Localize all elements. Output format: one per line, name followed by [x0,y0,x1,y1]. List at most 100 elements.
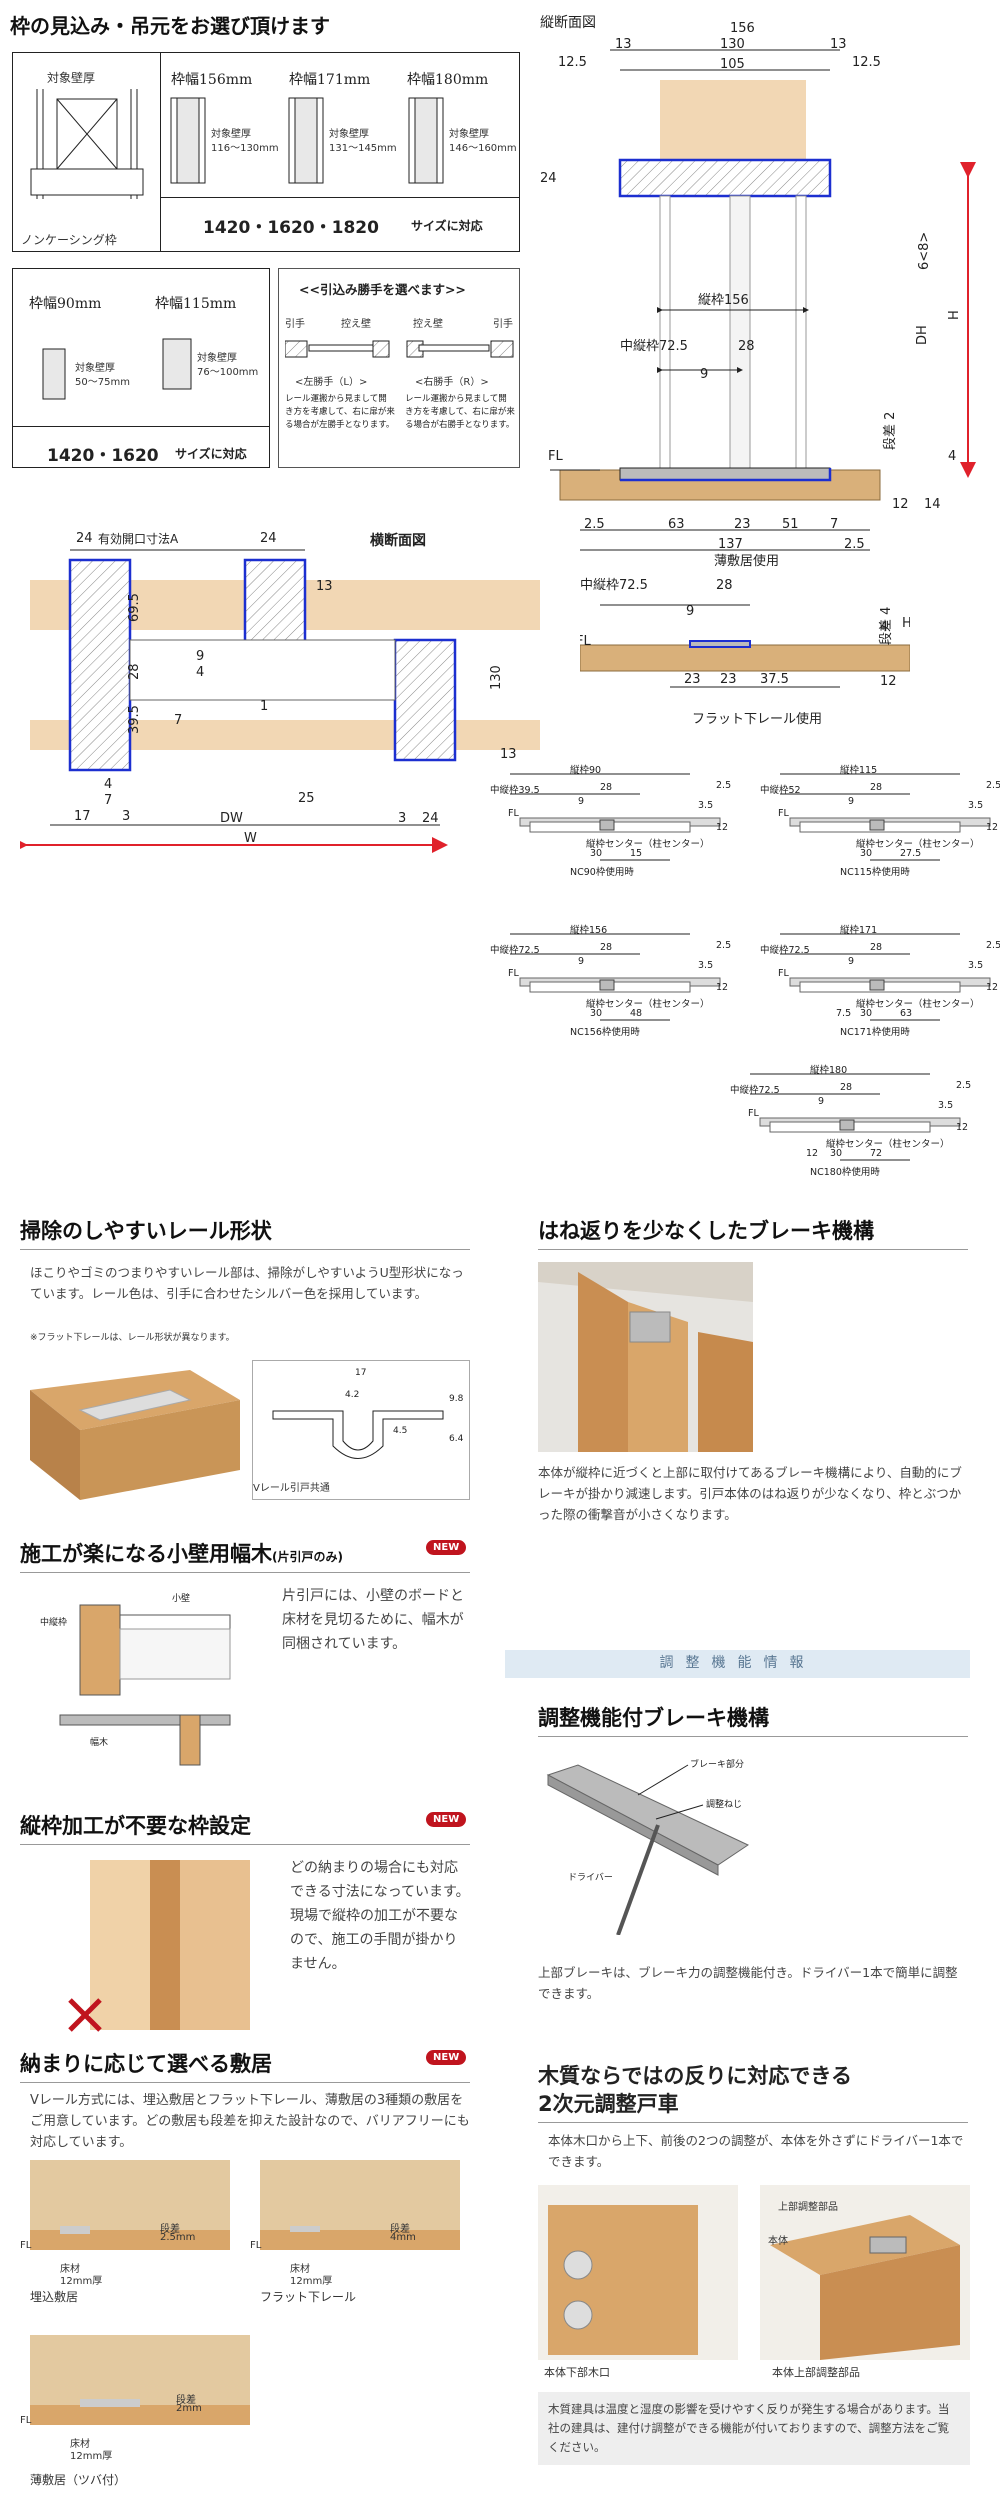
h-130: 130 [489,665,504,690]
ss-9: 9 [848,956,855,967]
ss-fl: FL [778,808,789,819]
adjust-title-2: 2次元調整戸車 [538,2092,679,2116]
threshold-new-badge: NEW [426,2050,467,2065]
horizontal-section-diagram: 24 24 13 69.5 28 39.5 130 9 4 1 7 4 7 17… [20,531,540,853]
dim-6-8: 6<8> [917,232,932,270]
ss-naka: 中縦枠72.5 [490,945,540,956]
small-section-diagram [780,773,991,861]
ss-a: 30 [860,1008,873,1019]
range-180: 146〜160mm [449,143,517,154]
th3-floor: 床材 [70,2439,90,2450]
adjust-photo-right [760,2185,970,2360]
flat-dansa: 段差 4 [879,607,894,645]
flat-rail-diagram: 中縦枠72.5 28 9 FL 段差 4 4 H 23 23 37.5 12 [580,578,910,689]
small-section-diagram [750,1073,961,1161]
ss-naka: 中縦枠52 [760,785,801,796]
wall-156: 対象壁厚 [211,129,251,140]
ss-a: 30 [830,1148,843,1159]
rail-photo [30,1370,240,1500]
h-w: W [244,831,257,846]
flat-fl: FL [580,634,591,649]
frame-new-badge: NEW [426,1812,467,1827]
ss-28: 28 [600,942,613,953]
dim-9: 9 [700,367,708,382]
rail-body: ほこりやゴミのつまりやすいレール部は、掃除がしやすいようU型形状になっています。… [30,1265,464,1301]
adj-brake-body: 上部ブレーキは、ブレーキ力の調整機能付き。ドライバー1本で簡単に調整できます。 [538,1965,958,2001]
right-note: レール運搬から見まして開き方を考慮して、右に扉が来る場合が右勝手となります。 [405,394,515,430]
ss-12: 12 [716,982,729,993]
rail-note: ※フラット下レールは、レール形状が異なります。 [30,1333,235,1343]
ss-12: 12 [986,982,999,993]
range-90: 50〜75mm [75,377,130,388]
dim-13b: 13 [830,37,847,52]
vertical-section-diagram: 156 13 130 13 12.5 105 12.5 24 6<8> DH H… [540,21,976,552]
rail-profile-box: 17 4.2 9.8 4.5 6.4 Vレール引戸共通 [252,1360,470,1500]
ss-28: 28 [870,782,883,793]
dim-13a: 13 [615,37,632,52]
ss-center: 縦枠センター（柱センター） [586,999,710,1010]
bb-kokabe: 小壁 [172,1592,190,1604]
h-13: 13 [316,579,333,594]
rail-d98: 9.8 [449,1394,464,1404]
flat-h: H [902,616,910,631]
fl-label: FL [548,449,563,464]
ss-25: 2.5 [956,1080,972,1091]
dim-12: 12 [892,497,909,512]
threshold-body: Vレール方式には、埋込敷居とフラット下レール、薄敷居の3種類の敷居をご用意してい… [30,2093,470,2150]
ss-frame: 縦枠156 [570,925,608,936]
th3-floor-v: 12mm厚 [70,2451,113,2462]
flat-rail-usage: フラット下レール使用 [692,712,823,727]
thin-threshold-usage: 薄敷居使用 [714,554,780,569]
th2-floor: 床材 [290,2264,310,2275]
frame-title: 縦枠加工が不要な枠設定 [20,1810,470,1845]
th1-fl: FL [20,2240,32,2251]
adj-driver-label: ドライバー [568,1872,613,1883]
adj-brake-label: ブレーキ部分 [690,1758,744,1770]
handedness-box: <<引込み勝手を選べます>> 引手 控え壁 控え壁 引手 <左勝手（L）> <右… [278,268,520,468]
ss-35: 3.5 [968,800,984,811]
th3-caption: 薄敷居（ツバ付） [30,2473,127,2487]
th1-floor: 床材 [60,2264,80,2275]
rail-d45: 4.5 [393,1426,407,1436]
ss-b: 63 [900,1008,913,1019]
sizes-note-2: サイズに対応 [175,447,247,461]
ss-28: 28 [600,782,613,793]
ss-12: 12 [956,1122,969,1133]
ss-25: 2.5 [716,780,732,791]
widths-diagram [170,97,444,184]
baseboard-title: 施工が楽になる小壁用幅木(片引戸のみ) [20,1538,470,1573]
wall-180: 対象壁厚 [449,129,489,140]
h-25: 25 [298,791,315,806]
flat-9: 9 [686,604,694,619]
dim-naka: 中縦枠72.5 [620,339,688,354]
wall-label: 対象壁厚 [47,71,96,85]
ss-12: 12 [986,822,999,833]
dim-tate: 縦枠156 [698,293,749,308]
ss-center: 縦枠センター（柱センター） [586,839,710,850]
adjust-body: 本体木口から上下、前後の2つの調整が、本体を外さずにドライバー1本でできます。 [548,2133,964,2169]
noncasing-diagram [30,89,144,199]
adjust-title: 木質ならではの反りに対応できる 2次元調整戸車 [538,2062,968,2123]
th2-fl: FL [250,2240,262,2251]
range-171: 131〜145mm [329,143,397,154]
ss-fl: FL [778,968,789,979]
th2-floor-v: 12mm厚 [290,2276,333,2287]
threshold-item-2: FL 段差 4mm 床材 12mm厚 フラット下レール [250,2160,470,2310]
right-handle-label: 引手 [493,319,513,330]
ss-frame: 縦枠90 [570,765,602,776]
h-3: 3 [122,809,130,824]
h-28: 28 [127,663,142,680]
dim-130: 130 [720,37,745,52]
dim-14: 14 [924,497,941,512]
dim-63: 63 [668,517,685,532]
ss-9: 9 [818,1096,825,1107]
ss-28: 28 [840,1082,853,1093]
th1-floor-v: 12mm厚 [60,2276,103,2287]
h-24a: 24 [76,531,93,546]
ss-cap: NC90枠使用時 [570,867,634,878]
width-156-label: 枠幅156mm [171,72,253,88]
adjust-label-body: 本体 [768,2236,788,2247]
effective-opening-label: 有効開口寸法A [98,532,179,546]
